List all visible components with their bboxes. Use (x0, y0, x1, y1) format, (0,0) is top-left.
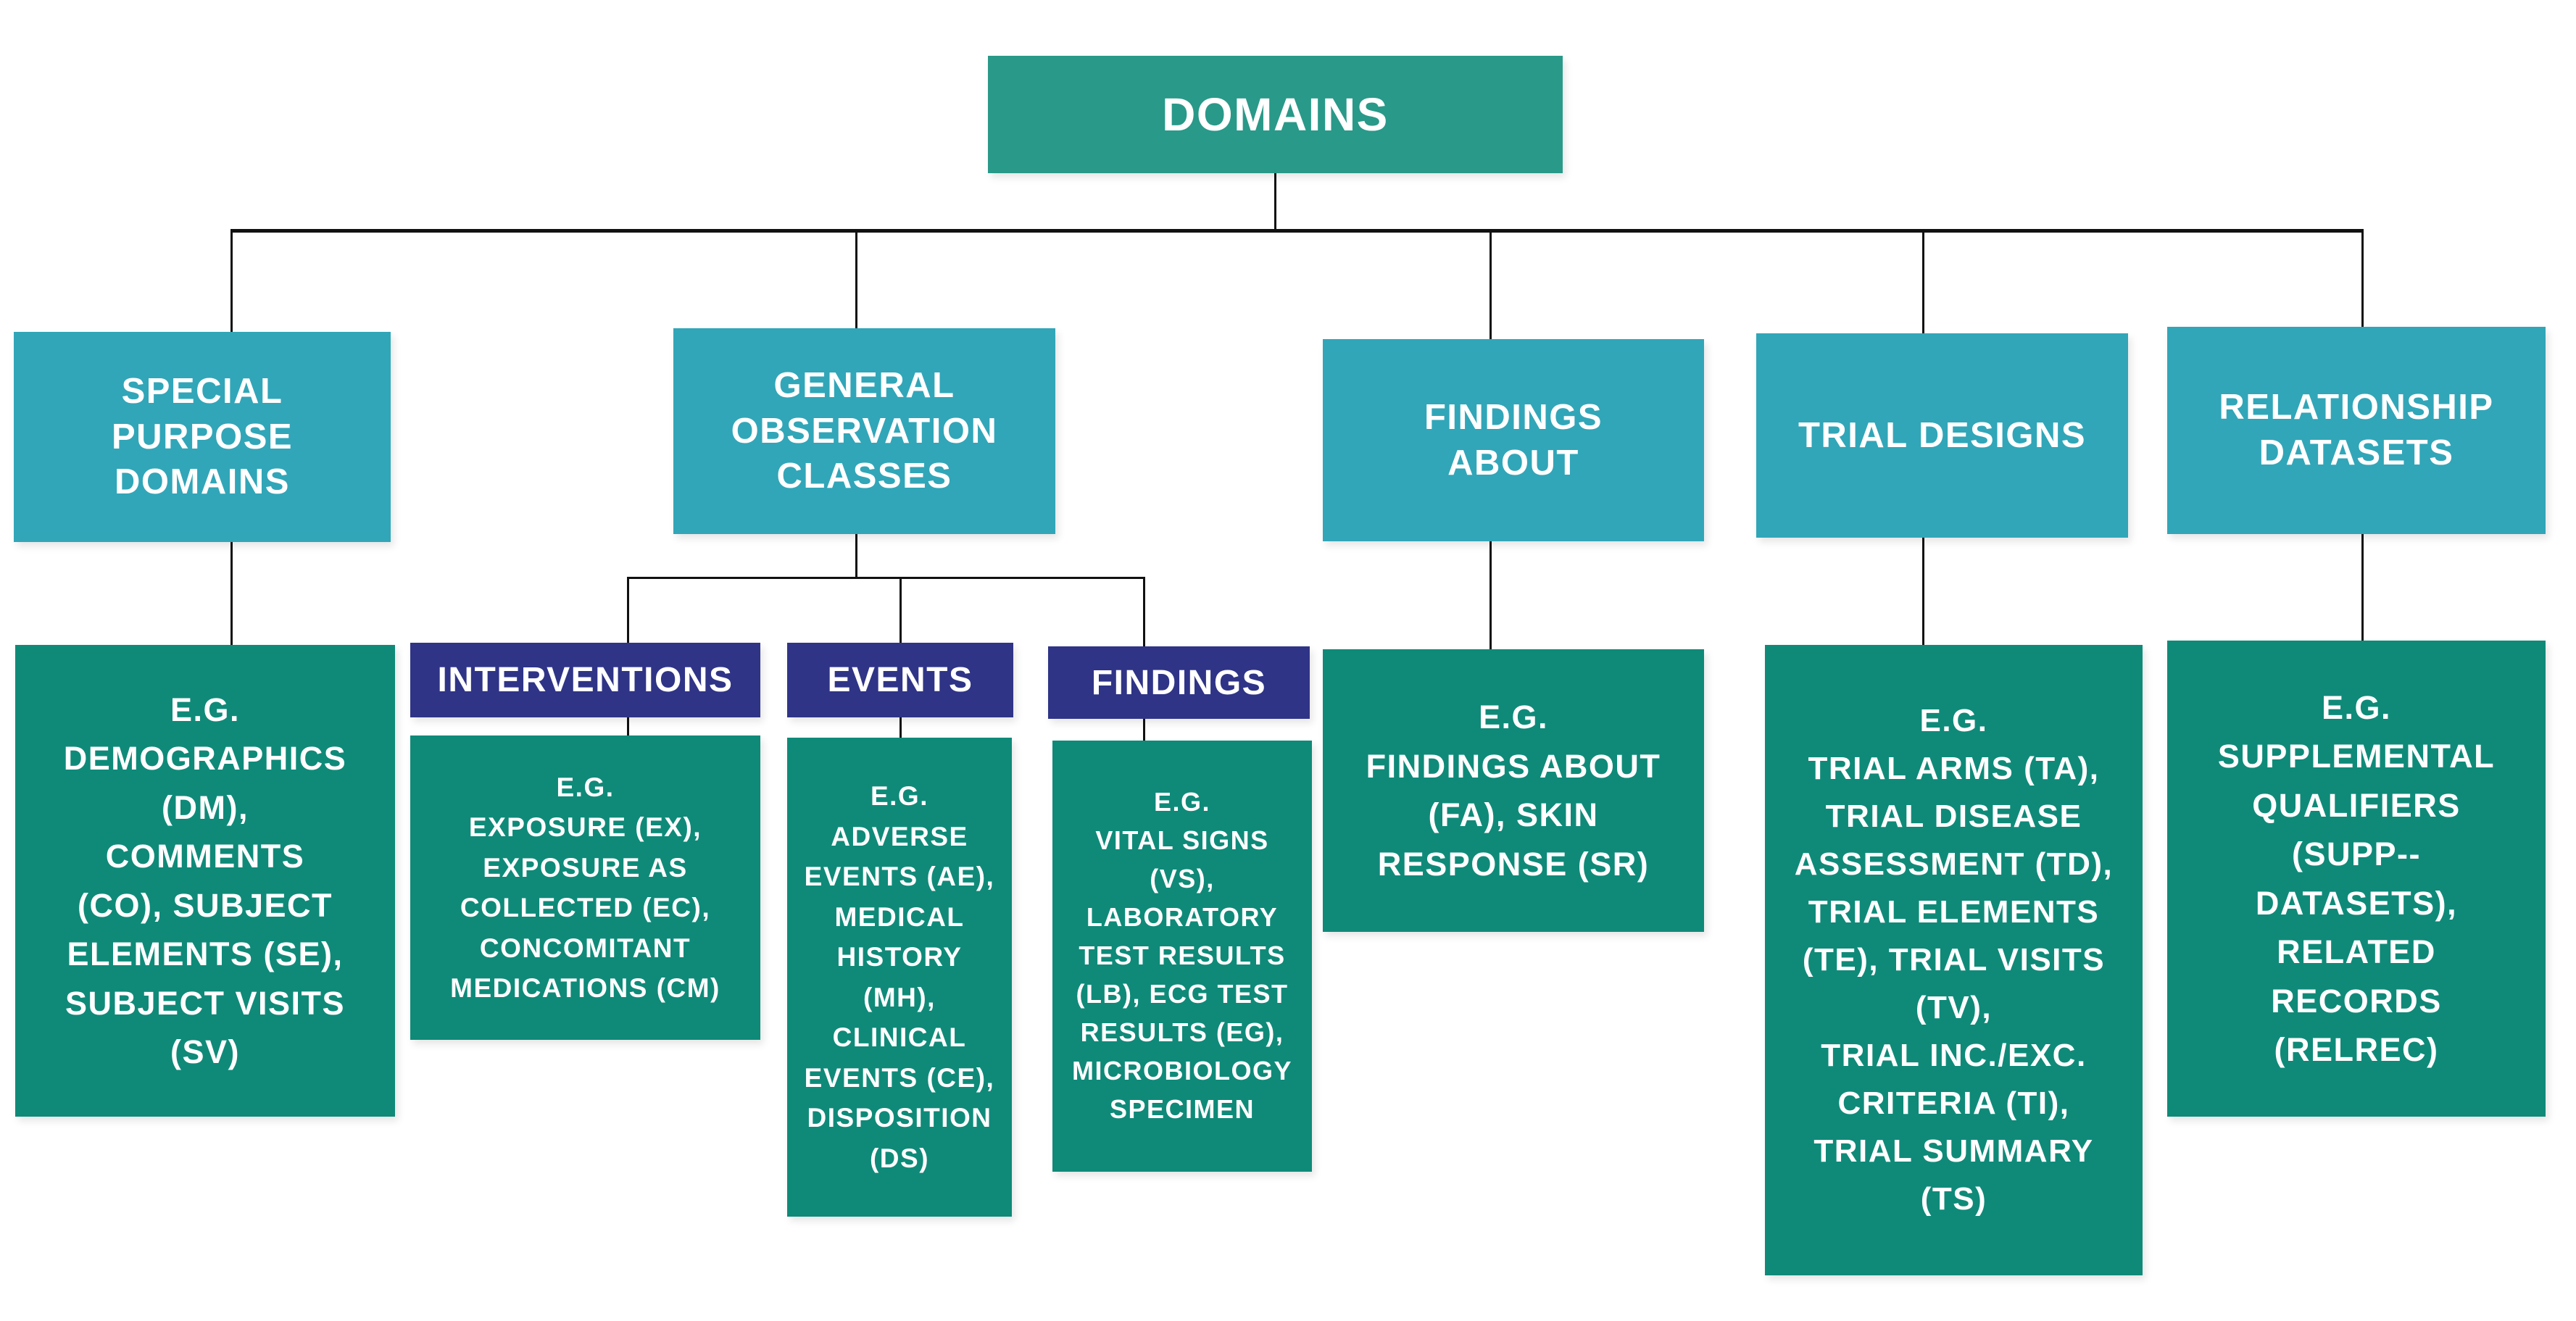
node-findings-header: FINDINGS (1048, 646, 1310, 719)
connector-interventions-to-examples (627, 717, 629, 735)
node-relationship-datasets-examples: E.G. SUPPLEMENTAL QUALIFIERS (SUPP-- DAT… (2167, 641, 2546, 1117)
connector-drop-relationship (2361, 229, 2364, 327)
node-findings-about: FINDINGS ABOUT (1323, 339, 1704, 541)
connector-relationship-to-examples (2361, 534, 2364, 641)
connector-sub-horizontal (627, 577, 1145, 579)
node-findings-examples: E.G. VITAL SIGNS (VS), LABORATORY TEST R… (1052, 741, 1312, 1172)
connector-main-horizontal (230, 229, 2364, 233)
node-trial-designs: TRIAL DESIGNS (1756, 333, 2128, 538)
connector-findings-to-examples (1143, 719, 1145, 741)
connector-goc-to-subtree (855, 534, 857, 578)
node-interventions-examples: E.G. EXPOSURE (EX), EXPOSURE AS COLLECTE… (410, 735, 760, 1040)
node-events-examples: E.G. ADVERSE EVENTS (AE), MEDICAL HISTOR… (787, 738, 1012, 1217)
node-relationship-datasets: RELATIONSHIP DATASETS (2167, 327, 2546, 534)
connector-drop-findings-about (1489, 233, 1492, 339)
connector-drop-events (899, 577, 902, 643)
connector-drop-findings (1143, 577, 1145, 646)
connector-special-to-examples (230, 542, 233, 645)
node-findings-about-examples: E.G. FINDINGS ABOUT (FA), SKIN RESPONSE … (1323, 649, 1704, 932)
node-interventions-header: INTERVENTIONS (410, 643, 760, 717)
connector-drop-general-observation (855, 233, 857, 328)
node-special-purpose-examples: E.G. DEMOGRAPHICS (DM), COMMENTS (CO), S… (15, 645, 395, 1117)
node-trial-designs-examples: E.G. TRIAL ARMS (TA), TRIAL DISEASE ASSE… (1765, 645, 2143, 1275)
node-events-header: EVENTS (787, 643, 1013, 717)
connector-trial-designs-to-examples (1922, 538, 1924, 645)
connector-findings-about-to-examples (1489, 541, 1492, 649)
connector-root-drop (1274, 173, 1276, 231)
connector-events-to-examples (899, 717, 902, 738)
connector-drop-trial-designs (1922, 233, 1924, 333)
node-general-observation-classes: GENERAL OBSERVATION CLASSES (673, 328, 1055, 534)
node-domains-root: DOMAINS (988, 56, 1563, 173)
node-special-purpose-domains: SPECIAL PURPOSE DOMAINS (14, 332, 391, 542)
connector-drop-interventions (627, 577, 629, 643)
connector-drop-special-purpose (230, 229, 233, 332)
